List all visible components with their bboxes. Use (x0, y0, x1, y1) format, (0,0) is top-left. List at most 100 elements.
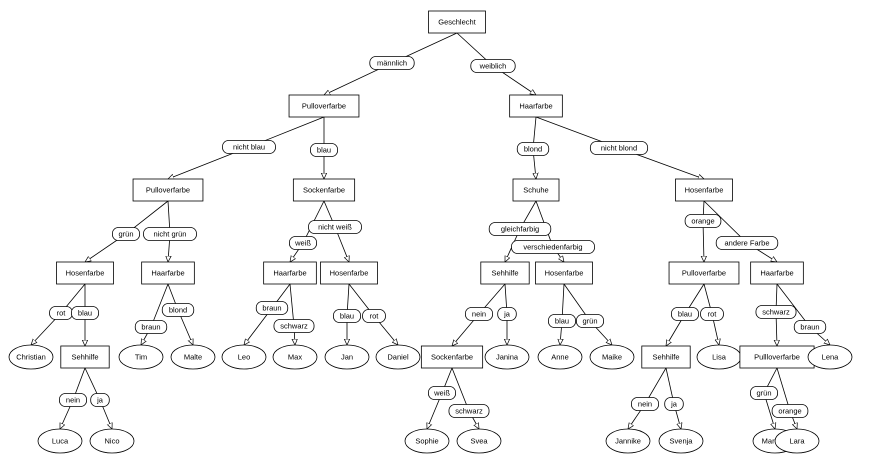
attribute-node-box (480, 261, 530, 285)
attribute-node-box (263, 261, 317, 285)
attribute-node: Haarfarbe (141, 261, 195, 285)
attribute-node-box (535, 261, 593, 285)
edge-label: braun (134, 320, 168, 334)
edge-label: rot (362, 309, 386, 323)
node-label: Sehhilfe (652, 353, 679, 362)
leaf-node: Malte (170, 344, 216, 370)
edge-label-pill (427, 386, 456, 400)
attribute-node: Schuhe (512, 178, 560, 202)
edge-label: rot (700, 307, 724, 321)
node-label: Haarfarbe (151, 269, 184, 278)
edge-label: weiß (288, 236, 317, 250)
leaf-node-ellipse (324, 344, 370, 370)
edge-label-text: braun (262, 304, 281, 313)
leaf-node: Tim (118, 344, 164, 370)
node-label: Hosenfarbe (330, 269, 369, 278)
edge-label: blau (548, 314, 577, 328)
edge-label-pill (143, 227, 197, 241)
node-label: Jan (341, 353, 353, 362)
node-label: Haarfarbe (519, 102, 552, 111)
node-label: Schuhe (523, 186, 548, 195)
leaf-node-ellipse (272, 344, 318, 370)
leaf-node: Lara (774, 428, 820, 454)
edge-label: grün (750, 386, 779, 400)
edge-label: blond (161, 303, 195, 317)
edge-label: nein (631, 397, 660, 411)
attribute-node-box (675, 178, 733, 202)
edge-label-text: weiß (433, 389, 450, 398)
edge-label: schwarz (755, 305, 797, 319)
edge-label: grün (112, 227, 141, 241)
edge-label-pill (671, 307, 700, 321)
node-label: Maike (602, 353, 622, 362)
node-label: Sophie (415, 437, 438, 446)
leaf-node-ellipse (589, 344, 635, 370)
edge-label-pill (684, 214, 722, 228)
edge-label: gleichfarbig (488, 222, 552, 236)
edge-label-text: rot (708, 310, 718, 319)
edge-label-text: nein (472, 310, 486, 319)
attribute-node: Haarfarbe (509, 94, 563, 118)
edge-label-text: blond (169, 306, 187, 315)
edge-label-pill (715, 236, 779, 250)
node-label: Leo (238, 353, 251, 362)
node-label: Janina (496, 353, 519, 362)
edge-label: männlich (369, 56, 415, 70)
edge-label-pill (516, 142, 550, 156)
node-label: Haarfarbe (760, 269, 793, 278)
edge-label: schwarz (273, 319, 315, 333)
edge-label-pill (161, 303, 195, 317)
edge-label: grün (576, 314, 605, 328)
edge-label-pill (362, 309, 386, 323)
edge-label-text: blau (317, 146, 331, 155)
edge-label: blau (71, 306, 100, 320)
edge-label: braun (793, 320, 827, 334)
attribute-node: Haarfarbe (750, 261, 804, 285)
edge-label-pill (589, 141, 649, 155)
node-label: Haarfarbe (273, 269, 306, 278)
edge-label-pill (793, 320, 827, 334)
edge-label-text: schwarz (280, 322, 308, 331)
node-label: Lisa (712, 353, 727, 362)
edge-pullover4-lara (776, 367, 797, 429)
attribute-node: Sehhilfe (641, 345, 691, 369)
edge-label: blau (671, 307, 700, 321)
leaf-node-ellipse (37, 428, 83, 454)
edge-label-pill (700, 307, 724, 321)
leaf-node: Sophie (404, 428, 450, 454)
edge-label: blau (309, 143, 338, 157)
leaf-node: Jan (324, 344, 370, 370)
attribute-node-box (56, 261, 114, 285)
edge-label: andere Farbe (715, 236, 779, 250)
edge-label-text: verschiedenfarbig (523, 243, 582, 252)
node-label: Nico (104, 437, 119, 446)
attribute-node-box (512, 178, 560, 202)
leaf-node-ellipse (456, 428, 502, 454)
attribute-node: Pulloverfarbe (668, 261, 740, 285)
edge-label: braun (255, 301, 289, 315)
edge-label-pill (59, 393, 88, 407)
attribute-node: Sehhilfe (60, 345, 110, 369)
edge-label-pill (497, 307, 517, 321)
edge-label-text: braun (800, 323, 819, 332)
attribute-node: Sockenfarbe (292, 178, 356, 202)
edge-label-text: nicht grün (154, 230, 187, 239)
attribute-node: Pulloverfarbe (288, 94, 360, 118)
edge-label: weiß (427, 386, 456, 400)
node-label: Pullloverfarbe (754, 353, 800, 362)
attribute-node-box (288, 94, 360, 118)
edge-label: orange (684, 214, 722, 228)
edge-label-pill (222, 140, 276, 154)
node-label: Pulloverfarbe (302, 102, 346, 111)
edge-label-pill (308, 220, 362, 234)
edge-label-pill (90, 393, 110, 407)
node-label: Lara (789, 437, 805, 446)
leaf-node-ellipse (8, 344, 54, 370)
leaf-node-ellipse (89, 428, 135, 454)
edge-haar3-max (289, 283, 295, 345)
edge-label-text: braun (141, 323, 160, 332)
attribute-node: Pullloverfarbe (739, 345, 815, 369)
